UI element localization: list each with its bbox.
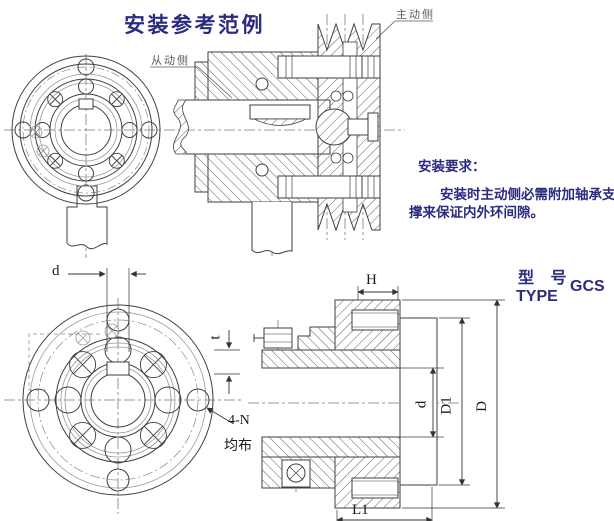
dimension-lines <box>68 268 505 521</box>
dim-outer-diameter: D <box>473 401 490 412</box>
dim-holes-note: 均布 <box>224 439 252 454</box>
leader-lines <box>150 20 433 99</box>
model-value: GCS <box>570 278 605 295</box>
driving-side-label: 主动侧 <box>396 9 435 21</box>
driven-side-label: 从动侧 <box>151 55 190 67</box>
dim-flange-width: H <box>366 272 377 288</box>
model-label-cn: 型 号 <box>518 270 567 287</box>
dim-bore-diameter: d <box>413 400 430 409</box>
section-view-assembled <box>173 22 381 255</box>
dim-keyway-depth: t <box>207 335 224 340</box>
install-note-heading: 安装要求： <box>418 159 486 174</box>
model-label-en: TYPE <box>516 288 558 305</box>
front-view-dimensioned <box>22 304 214 496</box>
dim-spigot-diameter: D1 <box>438 396 455 415</box>
dim-holes-count: 4-N <box>228 413 250 428</box>
dim-keyway-width: d <box>52 263 60 279</box>
install-note-line2: 撑来保证内外环间隙。 <box>409 205 544 220</box>
page-title: 安装参考范例 <box>124 14 265 37</box>
install-note-line1: 安装时主动侧必需附加轴承支 <box>440 187 614 202</box>
dim-length: L1 <box>352 502 369 518</box>
section-view-dimensioned <box>253 299 438 509</box>
front-view-assembled <box>11 55 161 250</box>
